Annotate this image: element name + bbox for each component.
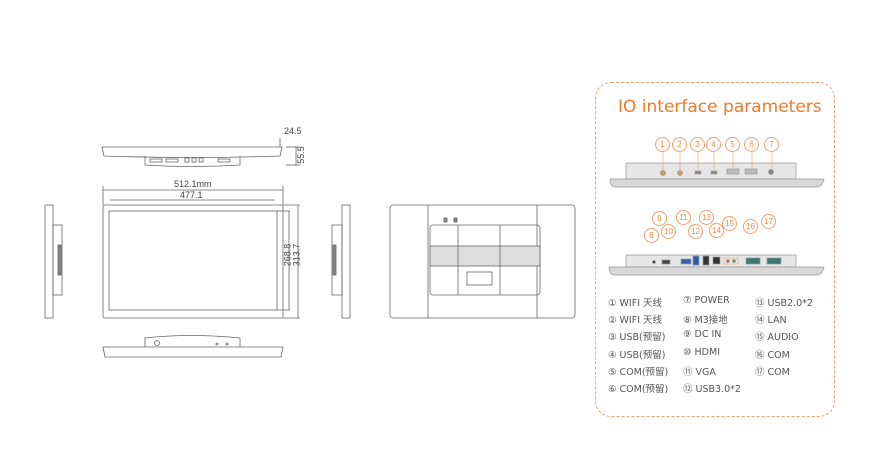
marker-7: 7 (764, 137, 779, 152)
marker-13: 13 (699, 210, 714, 225)
bottom-view (102, 335, 284, 358)
marker-11: 11 (676, 210, 691, 225)
top-view (101, 138, 300, 167)
legend-item: ⑮ AUDIO (755, 332, 799, 343)
legend-item: ⑤ COM(预留) (608, 367, 669, 378)
legend-item: ② WIFI 天线 (608, 315, 663, 326)
back-view (389, 204, 576, 319)
marker-1: 1 (655, 137, 670, 152)
legend-item: ⑩ HDMI (683, 347, 720, 358)
legend-item: ③ USB(预留) (608, 332, 666, 343)
marker-12: 12 (688, 224, 703, 239)
io-interface-panel: IO interface parameters 1 2 3 4 5 (595, 82, 835, 417)
dim-depth-total: 24.5 (284, 126, 302, 136)
bottom-io-view (608, 254, 825, 276)
marker-5: 5 (725, 137, 740, 152)
legend-item: ④ USB(预留) (608, 350, 666, 361)
top-io-view (609, 162, 825, 188)
dim-depth-with-box: 55.5 (295, 146, 306, 164)
dim-width-active: 477.1 (180, 190, 203, 200)
marker-8: 8 (644, 228, 659, 243)
marker-10: 10 (661, 224, 676, 239)
marker-6: 6 (744, 137, 759, 152)
legend-item: ⑦ POWER (683, 295, 730, 306)
left-side-view (44, 204, 63, 319)
legend-item: ⑰ COM (755, 367, 790, 378)
dim-width-total: 512.1mm (174, 179, 212, 189)
right-side-view (331, 204, 351, 319)
marker-16: 16 (743, 219, 758, 234)
marker-4: 4 (706, 137, 721, 152)
front-view (102, 186, 300, 319)
marker-14: 14 (709, 223, 724, 238)
marker-3: 3 (690, 137, 705, 152)
legend-item: ⑭ LAN (755, 315, 787, 326)
marker-9: 9 (652, 211, 667, 226)
legend-item: ⑧ M3接地 (683, 315, 728, 326)
legend-item: ⑥ COM(预留) (608, 384, 669, 395)
legend-item: ⑪ VGA (683, 367, 716, 378)
legend-item: ⑯ COM (755, 350, 790, 361)
marker-17: 17 (761, 214, 776, 229)
io-port-photos (608, 151, 825, 276)
panel-title: IO interface parameters (618, 97, 822, 117)
marker-2: 2 (672, 137, 687, 152)
marker-15: 15 (722, 216, 737, 231)
dim-height-total: 313.7 (291, 243, 302, 267)
marker-leader-lines (662, 151, 773, 171)
legend-item: ⑬ USB2.0*2 (755, 298, 813, 309)
legend-item: ⑨ DC IN (683, 329, 722, 340)
legend-item: ⑫ USB3.0*2 (683, 384, 741, 395)
legend-item: ① WIFI 天线 (608, 298, 663, 309)
